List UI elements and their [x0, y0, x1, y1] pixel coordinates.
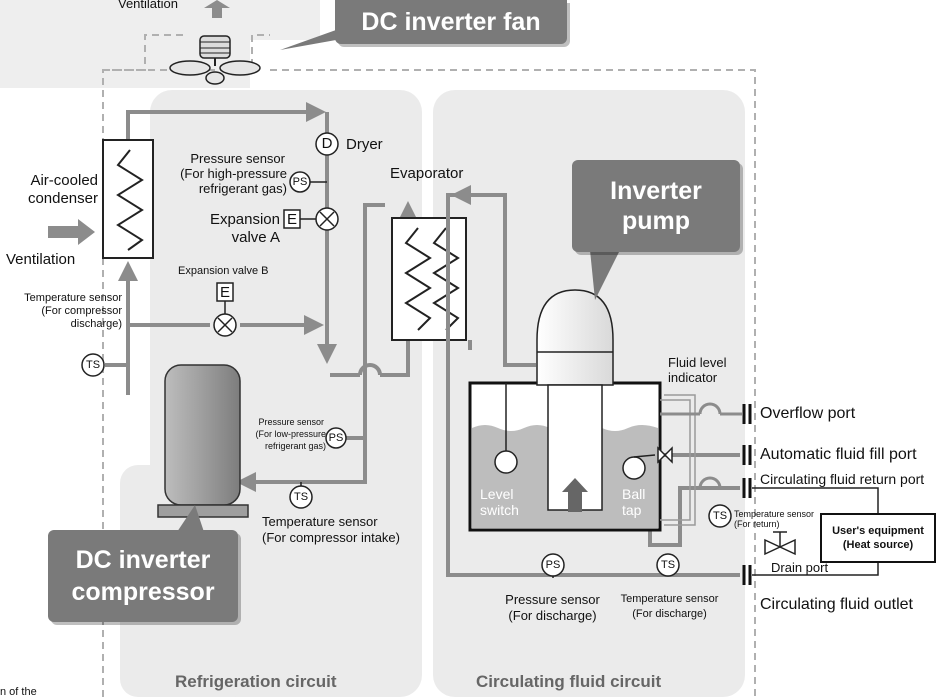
user-loop-return [752, 559, 879, 576]
dc-inverter-compressor-callout: DC inverter compressor [48, 530, 238, 622]
circulating-circuit-title: Circulating fluid circuit [476, 672, 662, 691]
fan-callout-text: DC inverter fan [361, 8, 541, 36]
ps-discharge-symbol: PS [545, 559, 561, 571]
ball-tap-valve-icon [657, 446, 673, 464]
ts-comp-discharge-label-line3: discharge) [70, 318, 122, 330]
users-equipment-line2: (Heat source) [842, 539, 914, 551]
condenser-label-line2: condenser [27, 190, 98, 207]
fan-callout-pointer [280, 30, 336, 50]
ventilation-right-arrow [48, 219, 95, 245]
ps-low-label-line2: (For low-pressure [255, 429, 326, 439]
ball-tap-label-line1: Ball [622, 486, 646, 502]
air-cooled-condenser [102, 139, 154, 259]
ts-comp-discharge-label-line2: (For compressor [41, 305, 122, 317]
ts-discharge-label-line2: (For discharge) [632, 608, 707, 620]
ps-low-symbol: PS [328, 432, 344, 444]
ts-comp-discharge-icon [81, 353, 105, 377]
outlet-label: Circulating fluid outlet [760, 596, 913, 613]
users-equipment-line1: User's equipment [832, 525, 924, 537]
ventilation-top-label: Ventilation [118, 0, 178, 11]
dryer-symbol: D [321, 135, 333, 152]
refrigeration-circuit-title: Refrigeration circuit [175, 672, 337, 691]
ts-return-label-line1: Temperature sensor [734, 509, 815, 519]
ps-discharge-label-line2: (For discharge) [508, 608, 597, 623]
fluid-level-label-line2: indicator [668, 370, 718, 385]
return-port-label: Circulating fluid return port [760, 471, 925, 487]
bottom-left-fragment: n of the [0, 686, 37, 698]
users-equipment-box: User's equipment (Heat source) [820, 513, 936, 563]
expansion-b-valve-icon [213, 313, 237, 337]
expansion-a-label-line1: Expansion [209, 211, 280, 228]
compressor-callout-line1: DC inverter [75, 546, 211, 574]
ball-tap-float [622, 456, 646, 480]
ts-discharge-label-line1: Temperature sensor [620, 593, 719, 605]
pump-icon [536, 289, 614, 512]
ts-discharge-symbol: TS [660, 559, 676, 571]
fluid-level-label-line1: Fluid level [668, 355, 727, 370]
dryer-label: Dryer [346, 136, 383, 153]
drain-valve-icon [764, 531, 796, 556]
level-switch-label-line2: switch [480, 502, 519, 518]
ventilation-up-arrow [204, 0, 230, 18]
compressor-callout-pointer [175, 505, 205, 535]
pump-callout-line1: Inverter [610, 177, 702, 205]
expansion-a-valve-icon [315, 207, 339, 231]
refrigerant-piping [105, 102, 418, 492]
dryer-icon [315, 132, 339, 156]
ts-comp-discharge-symbol: TS [85, 359, 101, 371]
ps-low-label-line3: refrigerant gas) [264, 441, 326, 451]
ps-high-label-line1: Pressure sensor [190, 151, 285, 166]
expansion-a-e-symbol: E [286, 211, 297, 228]
ts-intake-label-line1: Temperature sensor [262, 514, 378, 529]
fluid-level-indicator [660, 394, 696, 526]
ps-low-label-line1: Pressure sensor [258, 417, 324, 427]
overflow-pipe [660, 402, 742, 489]
fluid-piping [446, 185, 740, 577]
ps-high-label-line3: refrigerant gas) [198, 181, 287, 196]
ts-intake-label-line2: (For compressor intake) [262, 530, 400, 545]
ps-discharge-label-line1: Pressure sensor [505, 592, 600, 607]
ps-high-label-line2: (For high-pressure [180, 166, 287, 181]
condenser-label-line1: Air-cooled [30, 172, 98, 189]
expansion-b-label: Expansion valve B [178, 265, 269, 277]
condenser-coil [116, 149, 144, 251]
evaporator-coil-refrigerant [404, 227, 432, 331]
overflow-port-label: Overflow port [760, 405, 856, 422]
port-connectors [742, 404, 752, 585]
dc-inverter-fan-callout: DC inverter fan [335, 0, 567, 44]
ts-return-icon [708, 504, 732, 528]
ts-discharge-icon [656, 553, 680, 577]
level-switch-float [494, 450, 518, 474]
level-switch-label-line1: Level [480, 486, 514, 502]
pump-callout-line2: pump [621, 207, 691, 235]
auto-fill-port-label: Automatic fluid fill port [760, 446, 917, 463]
compressor-callout-line2: compressor [71, 578, 215, 606]
ts-return-label-line2: (For return) [734, 519, 780, 529]
evaporator-label: Evaporator [390, 165, 464, 182]
fan-icon [169, 35, 261, 85]
ventilation-left-label: Ventilation [6, 251, 76, 268]
ts-comp-discharge-label-line1: Temperature sensor [24, 292, 122, 304]
ts-return-symbol: TS [712, 510, 728, 522]
ball-tap-label-line2: tap [622, 502, 642, 518]
drain-port-label: Drain port [771, 560, 829, 575]
expansion-b-e-symbol: E [219, 284, 230, 301]
user-loop-pipe [752, 487, 879, 513]
compressor-icon [157, 364, 249, 518]
pump-callout-pointer [590, 250, 620, 300]
expansion-a-label-line2: valve A [231, 229, 280, 246]
ps-low-icon [325, 427, 347, 449]
ts-intake-symbol: TS [293, 491, 309, 503]
inverter-pump-callout: Inverter pump [572, 160, 740, 252]
top-left-panel [0, 0, 320, 88]
ps-high-symbol: PS [292, 176, 308, 188]
